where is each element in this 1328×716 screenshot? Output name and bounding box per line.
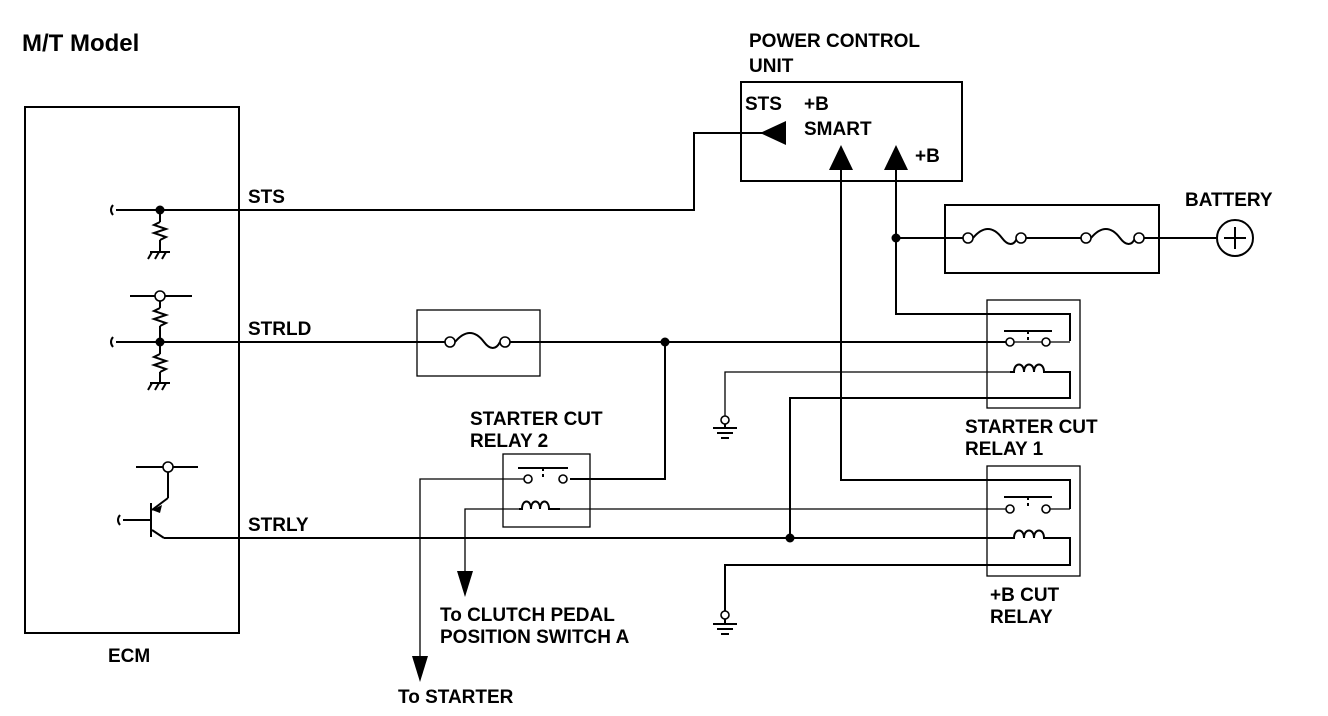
b-cut-relay	[724, 496, 1071, 611]
ecm-sts-circuit	[110, 204, 239, 260]
b-cut-relay-line1: +B CUT	[990, 585, 1060, 606]
battery-plus-icon	[1216, 219, 1254, 257]
strld-signal-label: STRLD	[248, 319, 311, 340]
sts-signal-label: STS	[248, 187, 285, 208]
pcu-b-smart-arrow	[829, 145, 853, 170]
starter-cut-relay-2-box	[502, 453, 591, 528]
starter-cut-relay-1-box	[986, 299, 1081, 409]
to-clutch-line1: To CLUTCH PEDAL	[440, 605, 615, 626]
sts-wire	[239, 132, 768, 211]
pcu-pin-b-smart-2: SMART	[804, 119, 872, 140]
starter-cut-relay-1	[724, 330, 1071, 538]
pcu-pin-sts: STS	[745, 94, 782, 115]
starter-cut-relay-2-line1: STARTER CUT	[470, 409, 603, 430]
strly-signal-label: STRLY	[248, 515, 309, 536]
diagram-title: M/T Model	[22, 30, 139, 57]
strld-fuse	[239, 332, 1010, 349]
pcu-b-arrow	[884, 145, 908, 170]
ecm-label: ECM	[108, 646, 150, 667]
b-cut-relay-line2: RELAY	[990, 607, 1053, 628]
pcu-b-smart-wire	[840, 170, 1071, 507]
pcu-pin-b: +B	[915, 146, 940, 167]
ground-icon-relay1	[713, 415, 737, 439]
to-clutch-line2: POSITION SWITCH A	[440, 627, 630, 648]
ground-icon-b-cut-relay	[713, 610, 737, 635]
battery-label: BATTERY	[1185, 190, 1273, 211]
pcu-sts-arrow	[760, 121, 786, 145]
starter-cut-relay-1-line2: RELAY 1	[965, 439, 1044, 460]
starter-cut-relay-2	[412, 467, 1010, 682]
starter-cut-relay-2-line2: RELAY 2	[470, 431, 548, 452]
b-cut-relay-box	[986, 465, 1081, 577]
pcu-box	[740, 81, 963, 182]
strld-to-relay2-wire	[570, 342, 666, 480]
ecm-strly-transistor	[117, 461, 239, 539]
pcu-b-wire	[895, 170, 1071, 341]
starter-cut-relay-1-line1: STARTER CUT	[965, 417, 1098, 438]
pcu-pin-b-smart-1: +B	[804, 94, 829, 115]
ecm-strld-circuit	[110, 290, 239, 391]
pcu-label-line2: UNIT	[749, 56, 794, 77]
battery-fuses	[896, 228, 1216, 245]
to-starter-label: To STARTER	[398, 687, 514, 708]
pcu-label-line1: POWER CONTROL	[749, 31, 920, 52]
ecm-box	[24, 106, 240, 634]
